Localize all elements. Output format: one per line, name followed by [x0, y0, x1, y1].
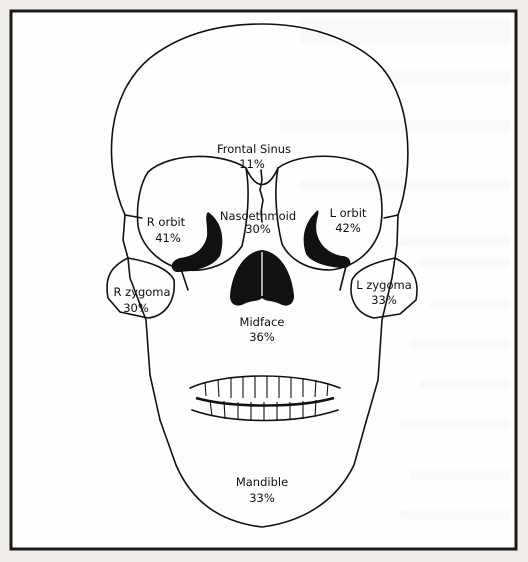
- r-zygoma-label: R zygoma: [113, 285, 170, 299]
- mandible-percent: 33%: [249, 491, 275, 505]
- mandible-label: Mandible: [236, 475, 288, 489]
- l-orbit-percent: 42%: [335, 221, 361, 235]
- l-zygoma-percent: 33%: [371, 293, 397, 307]
- r-orbit-percent: 41%: [155, 231, 181, 245]
- nasoethmoid-label: Nasoethmoid: [220, 209, 296, 223]
- midface-percent: 36%: [249, 330, 275, 344]
- nasoethmoid-percent: 30%: [245, 222, 271, 236]
- frontal-sinus-label: Frontal Sinus: [217, 142, 291, 156]
- r-zygoma-percent: 30%: [123, 301, 149, 315]
- l-zygoma-label: L zygoma: [356, 278, 412, 292]
- midface-label: Midface: [240, 315, 285, 329]
- frontal-sinus-percent: 11%: [239, 157, 265, 171]
- l-orbit-label: L orbit: [330, 206, 367, 220]
- r-orbit-label: R orbit: [147, 215, 186, 229]
